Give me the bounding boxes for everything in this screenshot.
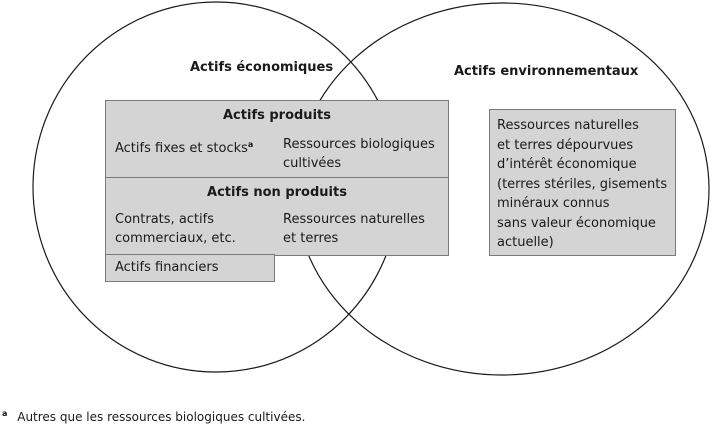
non-produced-assets-title: Actifs non produits	[207, 185, 347, 200]
economic-assets-title: Actifs économiques	[190, 60, 334, 75]
natural-resources-label: Ressources naturelles et terres	[283, 210, 425, 248]
environmental-box: Ressources naturelles et terres dépourvu…	[489, 109, 676, 256]
natural-line: et terres	[283, 231, 339, 246]
produced-assets-box: Actifs produits Actifs fixes et stocksa …	[105, 100, 449, 179]
non-produced-assets-box: Actifs non produits Contrats, actifs com…	[105, 177, 449, 256]
env-line: sans valeur économique	[497, 215, 656, 231]
contracts-line: commerciaux, etc.	[115, 231, 236, 246]
environmental-assets-title: Actifs environnementaux	[454, 64, 639, 79]
bio-line: cultivées	[283, 156, 342, 171]
natural-line: Ressources naturelles	[283, 212, 425, 227]
produced-assets-title: Actifs produits	[223, 108, 331, 123]
env-line: minéraux connus	[497, 196, 610, 211]
contracts-label: Contrats, actifs commerciaux, etc.	[115, 210, 236, 248]
env-line: d’intérêt économique	[497, 157, 637, 172]
fixed-assets-text: Actifs fixes et stocks	[115, 141, 248, 156]
financial-assets-box: Actifs financiers	[105, 254, 275, 282]
fixed-assets-label: Actifs fixes et stocksa	[115, 135, 253, 158]
env-line: (terres stériles, gisements	[497, 176, 668, 192]
bio-line: Ressources biologiques	[283, 137, 435, 152]
env-line: et terres dépourvues	[497, 137, 634, 153]
financial-assets-label: Actifs financiers	[115, 260, 219, 275]
footnote-marker: a	[247, 140, 254, 149]
contracts-line: Contrats, actifs	[115, 212, 214, 227]
env-line: Ressources naturelles	[497, 118, 639, 133]
footnote-text: Autres que les ressources biologiques cu…	[17, 410, 306, 424]
environmental-box-text: Ressources naturelles et terres dépourvu…	[497, 116, 667, 253]
bio-resources-label: Ressources biologiques cultivées	[283, 135, 435, 173]
footnote-marker: a	[2, 409, 8, 418]
footnote: a Autres que les ressources biologiques …	[2, 404, 305, 427]
env-line: actuelle)	[497, 235, 554, 250]
